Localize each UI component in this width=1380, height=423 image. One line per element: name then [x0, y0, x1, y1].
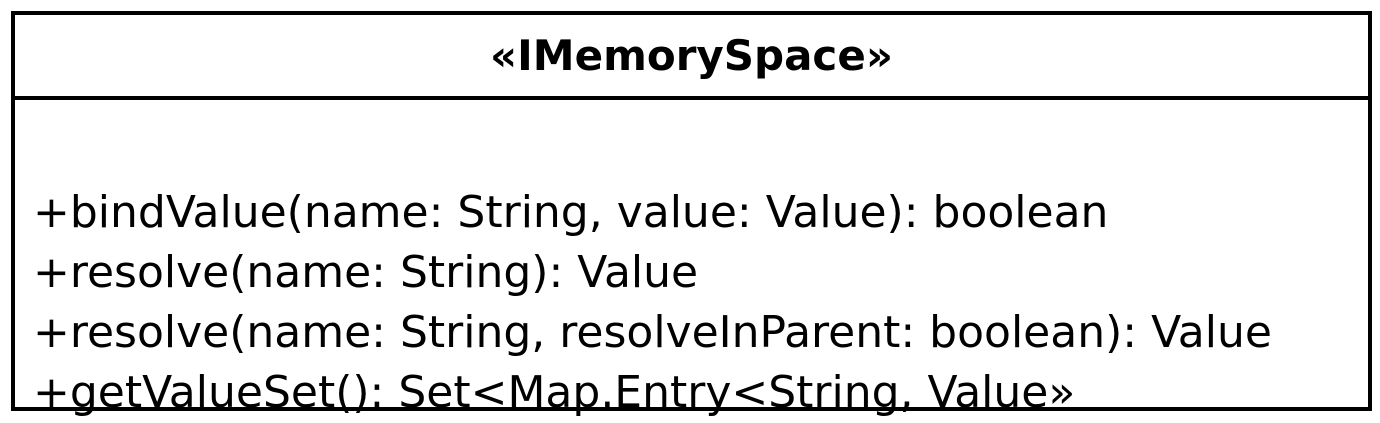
method-get-value-set: +getValueSet(): Set<Map.Entry<String, Va…	[33, 367, 1076, 418]
class-header: «IMemorySpace»	[15, 15, 1368, 100]
method-bind-value: +bindValue(name: String, value: Value): …	[33, 187, 1109, 238]
method-list: +bindValue(name: String, value: Value): …	[33, 183, 1272, 423]
uml-class-box: «IMemorySpace» +bindValue(name: String, …	[11, 11, 1372, 418]
method-resolve: +resolve(name: String): Value	[33, 247, 699, 298]
class-name: «IMemorySpace»	[490, 30, 893, 80]
method-resolve-in-parent: +resolve(name: String, resolveInParent: …	[33, 307, 1272, 358]
